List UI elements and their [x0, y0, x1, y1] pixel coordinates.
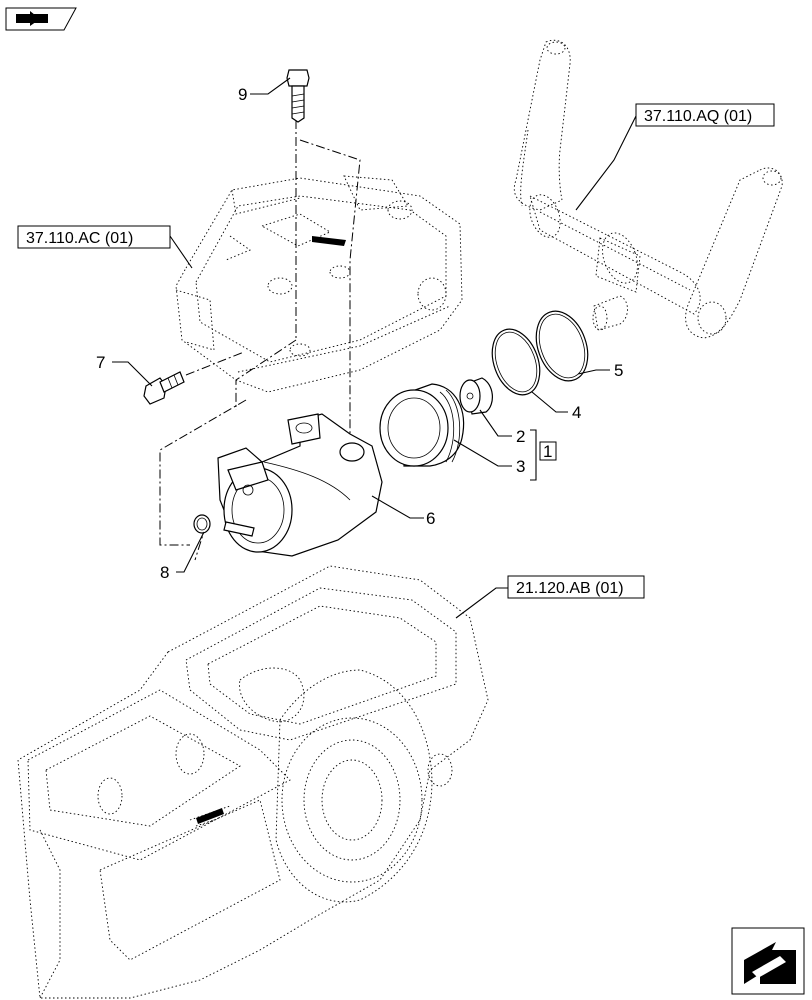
view-orientation-icon — [5, 7, 77, 31]
reference-label: 21.120.AB (01) — [516, 580, 624, 597]
bolt-part-9 — [286, 69, 310, 123]
o-ring-part-8 — [193, 514, 211, 534]
seal-ring-part-4 — [491, 328, 541, 396]
callout-9: 9 — [238, 85, 247, 104]
piston-cap-part-2 — [459, 377, 493, 415]
reference-box-lift-arms[interactable]: 37.110.AQ (01) — [635, 103, 775, 127]
callout-4: 4 — [572, 403, 581, 422]
cylinder-body-part-6 — [217, 413, 383, 557]
piston-part-3 — [379, 383, 464, 467]
next-page-arrow-icon[interactable] — [731, 927, 805, 995]
group-callout-box: 1 — [539, 441, 557, 461]
callout-5: 5 — [614, 361, 623, 380]
callout-6: 6 — [426, 509, 435, 528]
callout-8: 8 — [160, 563, 169, 582]
lift-arm-assembly — [513, 39, 783, 339]
lift-cover-housing — [175, 175, 463, 393]
callout-2: 2 — [516, 427, 525, 446]
leader-lines — [112, 77, 637, 619]
seal-ring-part-5 — [535, 310, 589, 382]
reference-label: 37.110.AC (01) — [26, 230, 133, 247]
transmission-housing — [17, 565, 489, 999]
reference-label: 37.110.AQ (01) — [644, 108, 752, 125]
callout-3: 3 — [516, 457, 525, 476]
bolt-part-7 — [143, 371, 185, 405]
reference-box-transmission-housing[interactable]: 21.120.AB (01) — [507, 575, 645, 599]
callout-1: 1 — [543, 442, 552, 461]
callout-7: 7 — [96, 353, 105, 372]
reference-box-top-cover[interactable]: 37.110.AC (01) — [17, 225, 171, 249]
